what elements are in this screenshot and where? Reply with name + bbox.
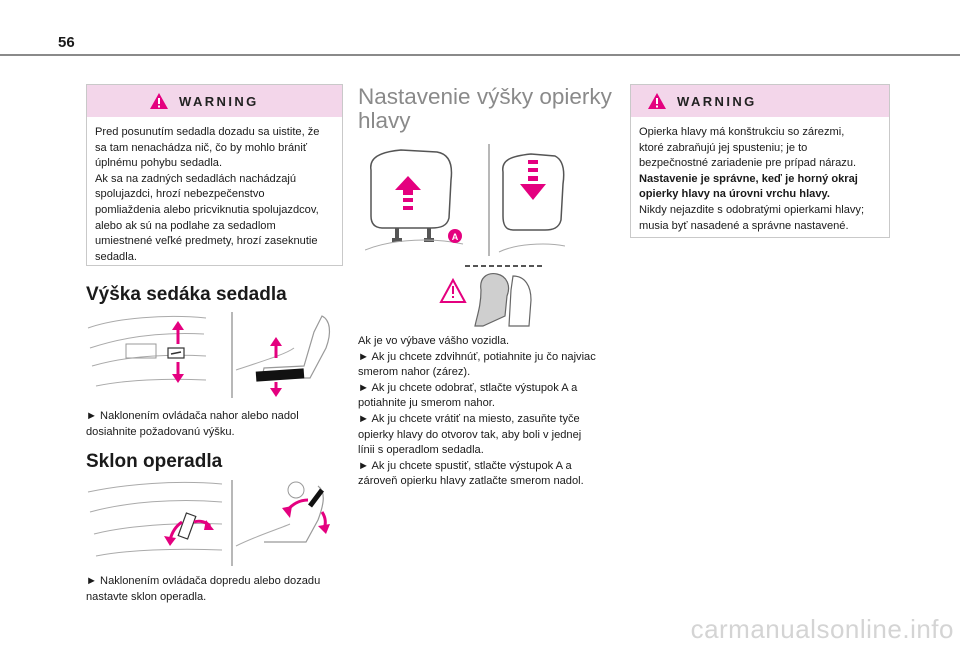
instruction-line: dosiahnite požadovanú výšku. <box>86 425 235 438</box>
warning-line: umiestnené veľké predmety, hrozí zaseknu… <box>95 235 318 248</box>
warning-line-bold: opierky hlavy na úrovni vrchu hlavy. <box>639 188 830 201</box>
instruction-line: opierky hlavy do otvorov tak, aby boli v… <box>358 428 582 441</box>
seat-height-text: ► Naklonením ovládača nahor alebo nadol … <box>86 409 346 440</box>
right-warning-title: WARNING <box>677 93 757 109</box>
callout-a: A <box>452 232 459 242</box>
instruction-line: ► Ak ju chcete spustiť, stlačte výstupok… <box>358 459 572 472</box>
instruction-line: ► Naklonením ovládača nahor alebo nadol <box>86 410 299 422</box>
left-warning-box: WARNING Pred posunutím sedadla dozadu sa… <box>86 84 343 266</box>
headrest-heading: Nastavenie výšky opierky hlavy <box>358 85 612 133</box>
warning-triangle-icon <box>150 93 168 109</box>
left-warning-title: WARNING <box>179 93 259 109</box>
instruction-line: ► Naklonením ovládača dopredu alebo doza… <box>86 575 321 587</box>
seat-height-illustration <box>87 315 331 397</box>
warning-line: Pred posunutím sedadla dozadu sa uistite… <box>95 126 320 138</box>
warning-line: sa tam nenachádza nič, čo by mohlo bráni… <box>95 141 307 154</box>
instruction-line: nastavte sklon operadla. <box>86 590 207 603</box>
warning-line: úplnému pohybu sedadla. <box>95 157 223 170</box>
warning-line-bold: Nastavenie je správne, keď je horný okra… <box>639 172 858 185</box>
watermark: carmanualsonline.info <box>690 614 954 644</box>
backrest-text: ► Naklonením ovládača dopredu alebo doza… <box>86 574 346 605</box>
warning-line: Opierka hlavy má konštrukciu so zárezmi, <box>639 126 845 138</box>
figure-divider <box>231 312 233 398</box>
headrest-text: Ak je vo výbave vášho vozidla. ► Ak ju c… <box>358 334 633 490</box>
right-warning-text: Opierka hlavy má konštrukciu so zárezmi,… <box>631 117 889 234</box>
warning-line: Ak sa na zadných sedadlách nachádzajú <box>95 172 297 185</box>
warning-line: spolujazdci, hrozí nebezpečenstvo <box>95 188 265 201</box>
warning-line: musia byť nasadené a správne nastavené. <box>639 219 849 232</box>
instruction-line: potiahnite ju smerom nahor. <box>358 397 495 410</box>
warning-line: bezpečnostné zariadenie pre prípad náraz… <box>639 157 857 170</box>
backrest-heading: Sklon operadla <box>86 451 223 472</box>
instruction-line: línii s operadlom sedadla. <box>358 444 484 457</box>
warning-line: Nikdy nejazdite s odobratými opierkami h… <box>639 203 865 216</box>
seat-height-heading: Výška sedáka sedadla <box>86 284 287 305</box>
headrest-heading-line: hlavy <box>358 108 411 133</box>
header-rule <box>0 54 960 56</box>
instruction-line: Ak je vo výbave vášho vozidla. <box>358 335 510 347</box>
headrest-illustration: A <box>365 144 565 327</box>
left-warning-header: WARNING <box>87 85 342 117</box>
warning-line: ktoré zabraňujú jej spusteniu; je to <box>639 141 808 154</box>
instruction-line: ► Ak ju chcete zdvihnúť, potiahnite ju č… <box>358 350 596 363</box>
figure-divider <box>231 480 233 566</box>
backrest-illustration <box>87 481 330 557</box>
right-warning-header: WARNING <box>631 85 889 117</box>
warning-line: alebo ak sú na podlahe za sedadlom <box>95 219 276 232</box>
right-warning-box: WARNING Opierka hlavy má konštrukciu so … <box>630 84 890 238</box>
instruction-line: ► Ak ju chcete vrátiť na miesto, zasuňte… <box>358 412 580 425</box>
warning-triangle-icon <box>648 93 666 109</box>
instruction-line: ► Ak ju chcete odobrať, stlačte výstupok… <box>358 381 578 394</box>
warning-line: pomliaždenia alebo pricviknutia spolujaz… <box>95 203 319 216</box>
headrest-heading-line: Nastavenie výšky opierky <box>358 84 612 109</box>
instruction-line: zároveň opierku hlavy zatlačte smerom na… <box>358 475 584 488</box>
left-warning-text: Pred posunutím sedadla dozadu sa uistite… <box>87 117 342 265</box>
warning-line: sedadla. <box>95 250 137 263</box>
instruction-line: smerom nahor (zárez). <box>358 366 471 379</box>
page-number: 56 <box>58 34 75 51</box>
